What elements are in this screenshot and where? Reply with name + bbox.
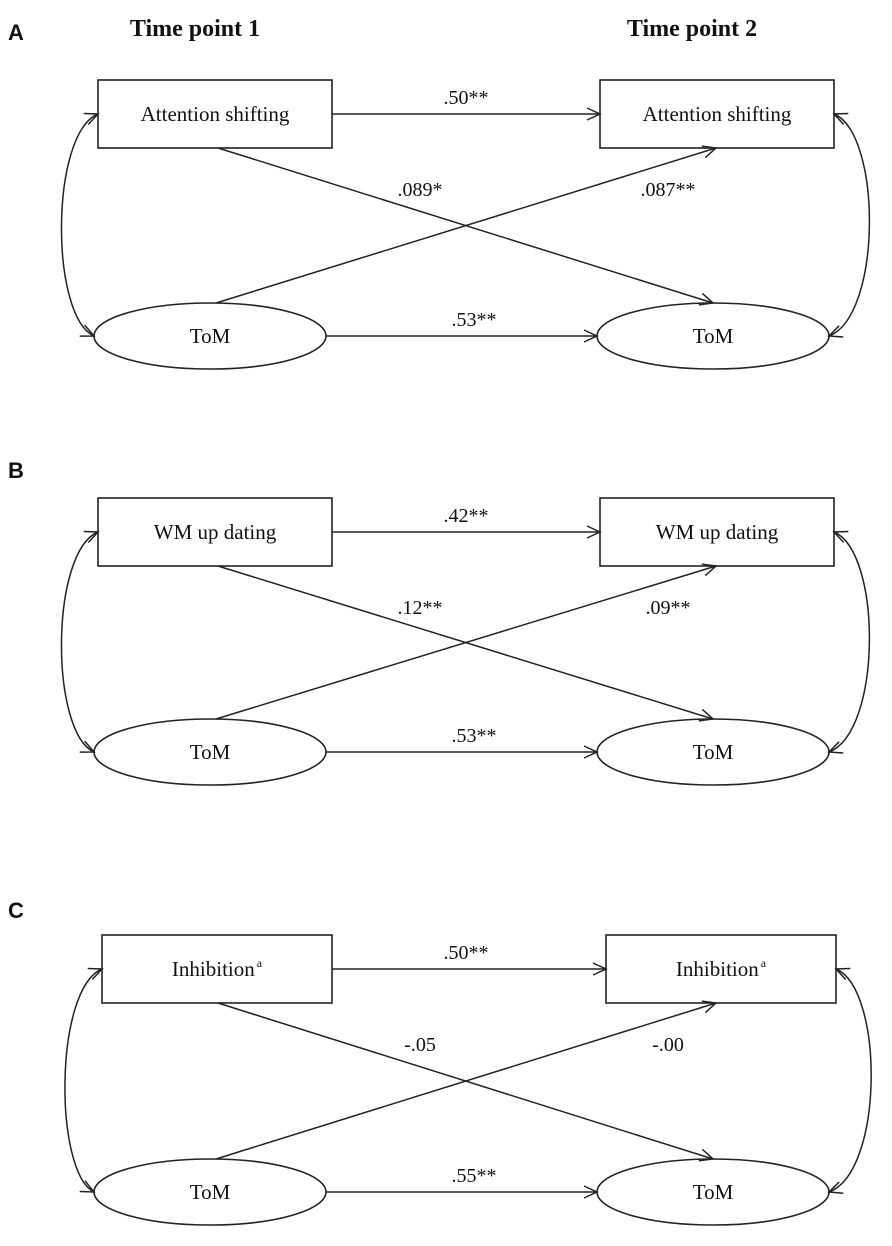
- construct-label-t1-text: Attention shifting: [141, 102, 290, 126]
- coef-tom-stability: .55**: [452, 1165, 497, 1187]
- coef-construct-to-tom: -.05: [404, 1034, 436, 1056]
- tom-label-t2: ToM: [693, 324, 734, 348]
- path-construct-to-tom-head: [698, 708, 715, 722]
- construct-label-t1-superscript: a: [257, 956, 263, 970]
- residual-head-bottom: [827, 1181, 844, 1194]
- path-tom-to-construct-head: [701, 1000, 718, 1014]
- construct-label-t2: WM up dating: [656, 520, 779, 544]
- construct-box-t1: [101, 934, 333, 1004]
- construct-box-t2: [605, 934, 837, 1004]
- path-tom-stability-head: [583, 1185, 599, 1199]
- construct-label-t2-text: Inhibition: [676, 957, 759, 981]
- construct-label-t2-text: Attention shifting: [643, 102, 792, 126]
- coef-construct-stability: .50**: [444, 942, 489, 964]
- path-tom-to-construct: [215, 1002, 717, 1160]
- construct-label-t2-text: WM up dating: [656, 520, 779, 544]
- panel-letter: A: [8, 20, 24, 45]
- coef-tom-to-construct: .087**: [641, 179, 696, 201]
- path-tom-to-construct: [215, 565, 717, 720]
- coef-tom-to-construct: -.00: [652, 1034, 684, 1056]
- time-point-2-header: Time point 2: [627, 16, 757, 42]
- residual-head-top: [832, 530, 849, 544]
- covariance-head-top: [83, 112, 100, 126]
- construct-box-t1: [97, 79, 333, 149]
- residual-head-top: [834, 967, 851, 981]
- covariance-curve-t1: [60, 531, 99, 753]
- construct-label-t2-superscript: a: [761, 956, 767, 970]
- path-tom-to-construct-head: [701, 145, 718, 159]
- coef-construct-to-tom: .089*: [398, 179, 443, 201]
- residual-covariance-curve-t2: [828, 968, 872, 1193]
- path-tom-stability-head: [583, 329, 599, 343]
- residual-covariance-curve-t2: [828, 113, 871, 337]
- panel-letter: B: [8, 458, 24, 483]
- construct-label-t1: Attention shifting: [141, 102, 290, 126]
- coef-tom-stability: .53**: [452, 309, 497, 331]
- covariance-curve-t1: [64, 968, 103, 1193]
- construct-box-t2: [599, 497, 835, 567]
- tom-label-t2: ToM: [693, 1180, 734, 1204]
- construct-label-t1: WM up dating: [154, 520, 277, 544]
- tom-label-t1: ToM: [190, 324, 231, 348]
- path-tom-to-construct-head: [701, 563, 718, 577]
- covariance-head-top: [87, 967, 104, 981]
- tom-label-t1: ToM: [190, 1180, 231, 1204]
- construct-label-t1-text: Inhibition: [172, 957, 255, 981]
- time-point-1-header: Time point 1: [130, 16, 260, 42]
- path-construct-to-tom-head: [698, 1148, 715, 1162]
- residual-head-top: [832, 112, 849, 126]
- coef-construct-to-tom: .12**: [398, 597, 443, 619]
- path-tom-stability-head: [583, 745, 599, 759]
- covariance-head-top: [83, 530, 100, 544]
- path-tom-to-construct: [215, 147, 717, 304]
- construct-box-t1: [97, 497, 333, 567]
- coef-construct-stability: .50**: [444, 87, 489, 109]
- residual-head-bottom: [827, 741, 844, 754]
- construct-label-t2: Attention shifting: [643, 102, 792, 126]
- tom-label-t1: ToM: [190, 740, 231, 764]
- panel-a: A Attention shifting Attention shiftingToM…: [8, 20, 871, 370]
- path-construct-stability-head: [592, 962, 608, 976]
- construct-box-t2: [599, 79, 835, 149]
- path-construct-stability-head: [586, 525, 602, 539]
- residual-covariance-curve-t2: [828, 531, 871, 753]
- tom-label-t2: ToM: [693, 740, 734, 764]
- covariance-head-bottom: [79, 324, 96, 337]
- covariance-head-bottom: [79, 740, 96, 753]
- residual-head-bottom: [827, 325, 844, 338]
- path-construct-stability-head: [586, 107, 602, 121]
- coef-construct-stability: .42**: [444, 505, 489, 527]
- path-construct-to-tom-head: [698, 292, 715, 306]
- panels-group: A Attention shifting Attention shiftingToM…: [8, 20, 872, 1226]
- panel-letter: C: [8, 898, 24, 923]
- coef-tom-stability: .53**: [452, 725, 497, 747]
- coef-tom-to-construct: .09**: [646, 597, 691, 619]
- covariance-head-bottom: [79, 1180, 96, 1193]
- construct-label-t1-text: WM up dating: [154, 520, 277, 544]
- covariance-curve-t1: [60, 113, 99, 337]
